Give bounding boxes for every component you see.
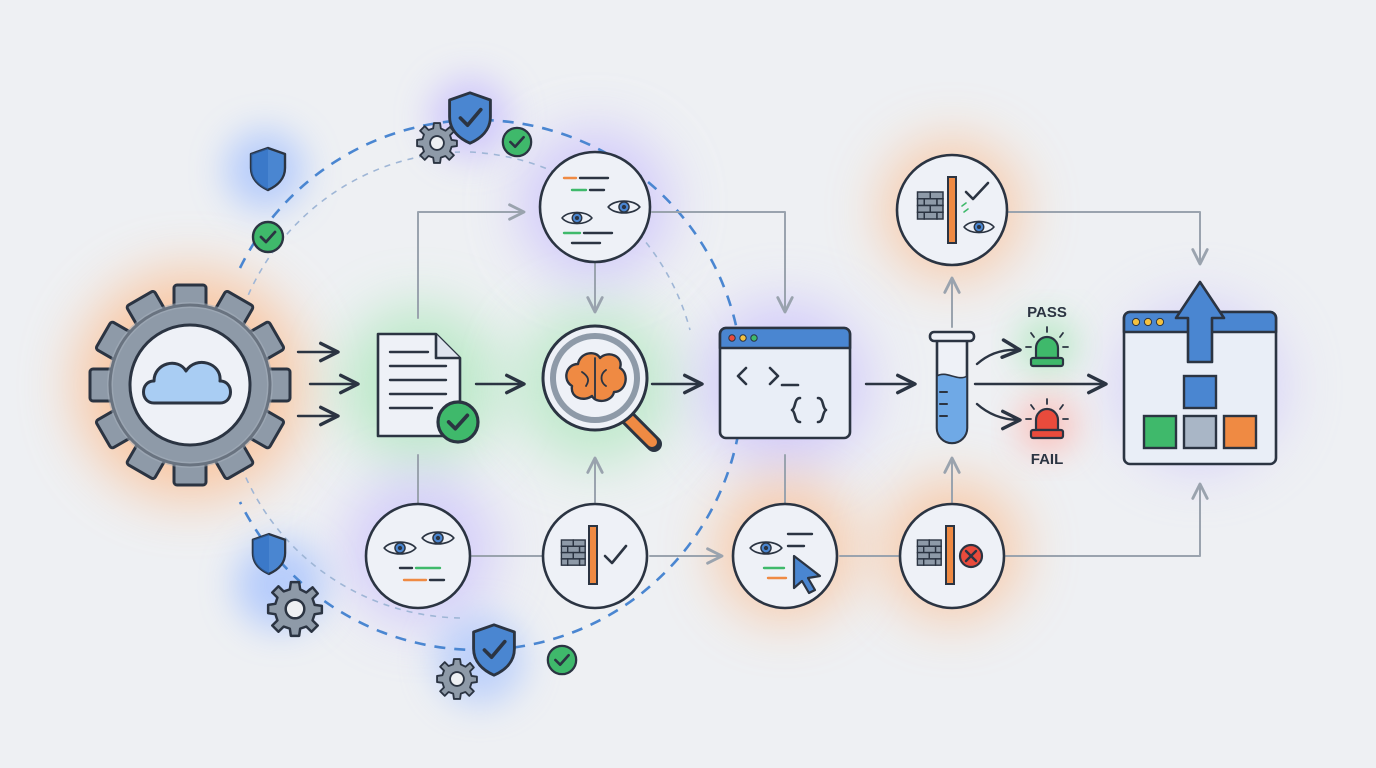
check-circle-icon [501, 126, 533, 158]
firewall-monitor-node [895, 153, 1009, 267]
fail-label: FAIL [1031, 451, 1064, 468]
small-gear-icon [436, 658, 478, 700]
eye-icon [383, 541, 417, 555]
cursor-icon [792, 554, 822, 595]
cloud-gear-icon [88, 283, 292, 487]
pass-alarm-light-icon [1025, 326, 1069, 368]
flow-arrows [296, 338, 1108, 431]
check-circle-icon [251, 220, 285, 254]
eye-icon [749, 541, 783, 555]
eye-code-review-node [538, 150, 652, 264]
small-gear-icon [266, 580, 324, 638]
firewall-wall-icon [916, 539, 942, 566]
small-gear-icon [416, 122, 458, 164]
deploy-window-icon [1122, 280, 1278, 466]
eye-icon [561, 211, 593, 225]
code-editor-window-icon [718, 326, 852, 440]
firewall-block-node [898, 502, 1006, 610]
pass-label: PASS [1027, 304, 1067, 321]
eye-review-node [364, 502, 472, 610]
test-tube-icon [928, 330, 976, 445]
check-circle-icon [546, 644, 578, 676]
eye-icon [421, 531, 455, 545]
firewall-check-node [541, 502, 649, 610]
connector-lines [417, 203, 1209, 565]
document-check-icon [376, 332, 480, 444]
firewall-wall-icon [916, 191, 944, 220]
eye-icon [963, 220, 995, 234]
magnifier-brain-icon [541, 324, 662, 452]
eye-cursor-node [731, 502, 839, 610]
fail-alarm-light-icon [1025, 398, 1069, 440]
eye-icon [607, 200, 641, 214]
firewall-wall-icon [560, 539, 586, 566]
